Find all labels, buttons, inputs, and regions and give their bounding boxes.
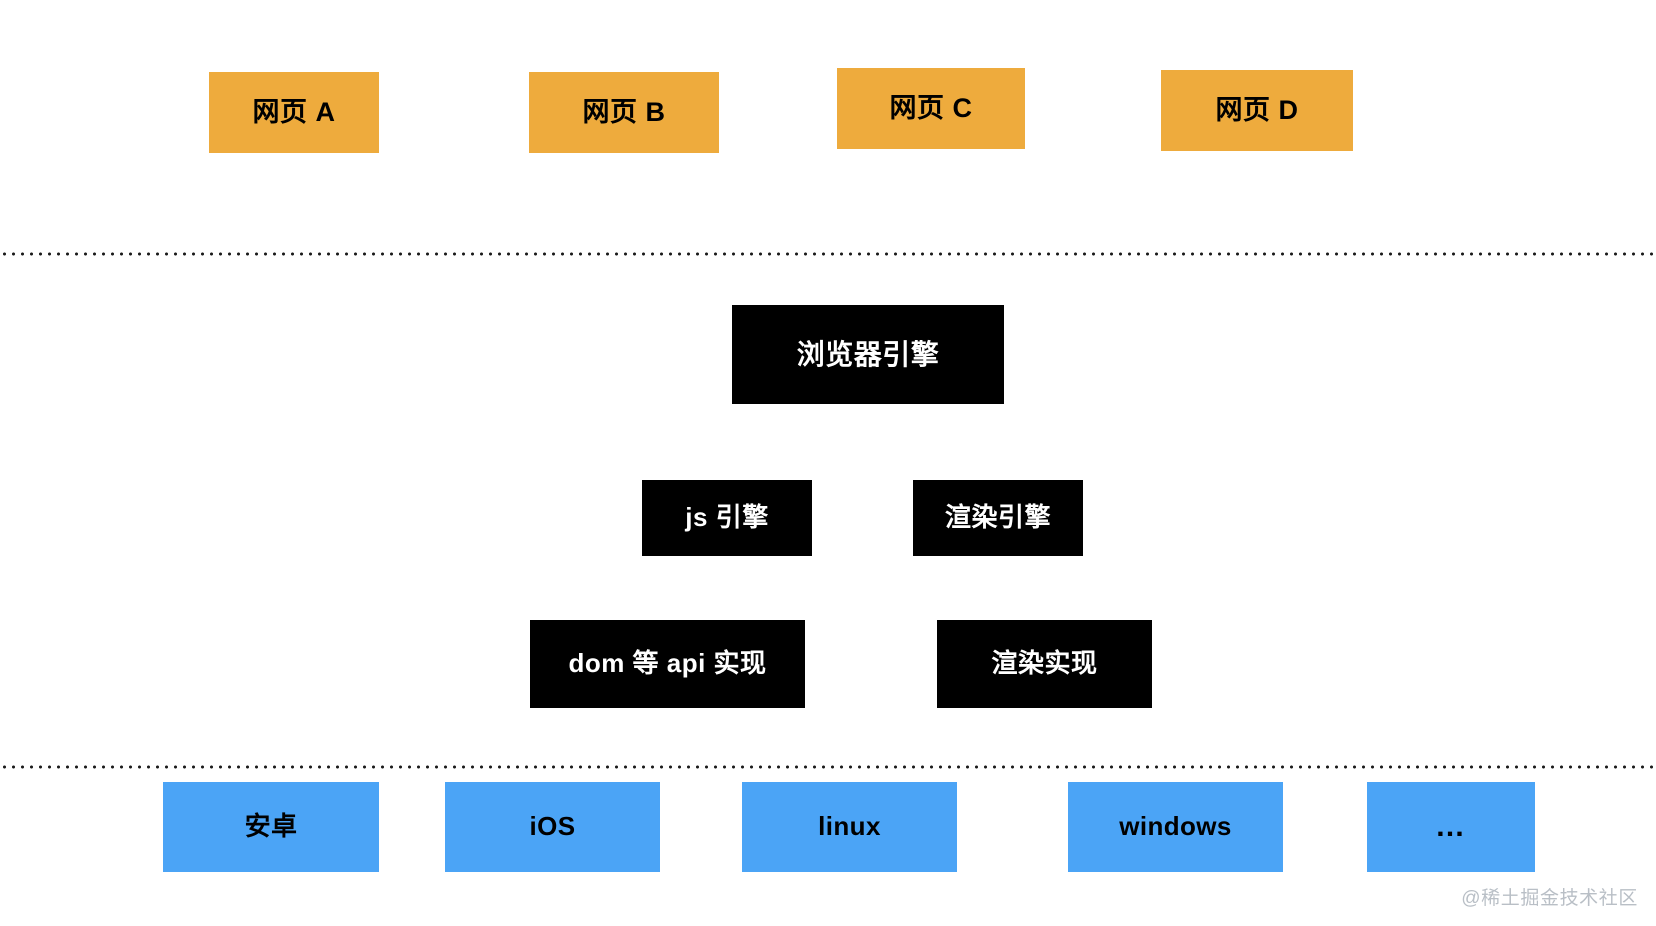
node-label: 渲染引擎 — [944, 502, 1051, 533]
node-label: 浏览器引擎 — [796, 338, 940, 370]
node-dom-api-implementation: dom 等 api 实现 — [530, 620, 805, 708]
node-label: 渲染实现 — [991, 648, 1098, 679]
node-label: iOS — [529, 811, 576, 842]
node-label: 网页 A — [252, 97, 336, 128]
node-label: 安卓 — [244, 811, 298, 842]
node-web-page-b: 网页 B — [529, 72, 719, 153]
node-os-linux: linux — [742, 782, 957, 872]
node-label: js 引擎 — [685, 502, 769, 533]
node-label: 网页 B — [582, 97, 666, 128]
divider-pages-engine — [0, 252, 1656, 256]
node-label: windows — [1119, 811, 1232, 842]
node-os-ios: iOS — [445, 782, 660, 872]
node-os-android: 安卓 — [163, 782, 379, 872]
node-browser-engine: 浏览器引擎 — [732, 305, 1004, 404]
node-os-more: … — [1367, 782, 1535, 872]
node-label: dom 等 api 实现 — [568, 648, 767, 679]
node-render-engine: 渲染引擎 — [913, 480, 1083, 556]
node-label: 网页 D — [1215, 95, 1299, 126]
node-os-windows: windows — [1068, 782, 1283, 872]
node-web-page-d: 网页 D — [1161, 70, 1353, 151]
divider-engine-os — [0, 765, 1656, 769]
node-label: linux — [818, 811, 881, 842]
node-js-engine: js 引擎 — [642, 480, 812, 556]
node-web-page-a: 网页 A — [209, 72, 379, 153]
watermark: @稀土掘金技术社区 — [1461, 888, 1638, 909]
node-label: … — [1435, 810, 1467, 843]
node-label: 网页 C — [889, 93, 973, 124]
node-render-implementation: 渲染实现 — [937, 620, 1152, 708]
node-web-page-c: 网页 C — [837, 68, 1025, 149]
